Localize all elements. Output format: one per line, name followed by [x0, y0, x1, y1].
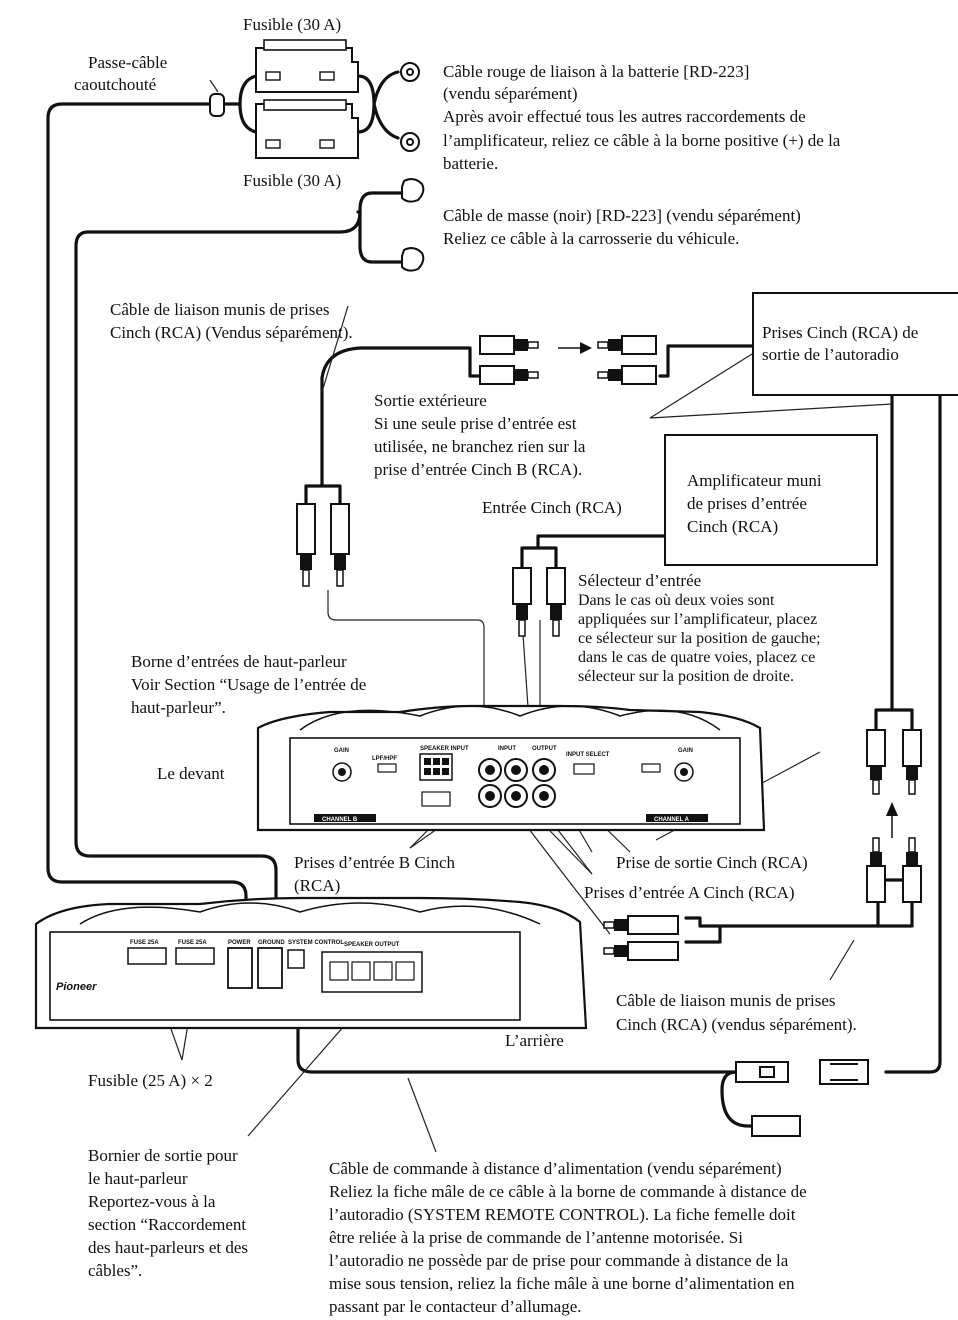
panel-fuse-1: FUSE 25A	[130, 940, 159, 946]
amplifier-rca-box	[664, 434, 878, 566]
panel-speaker-output: SPEAKER OUTPUT	[344, 942, 400, 948]
input-selector-line-2: appliquées sur l’amplificateur, placez	[578, 611, 818, 628]
rca-cable-bottom-line-1: Câble de liaison munis de prises	[616, 991, 836, 1010]
rca-input-label: Entrée Cinch (RCA)	[482, 498, 622, 517]
inputs-a-label: Prises d’entrée A Cinch (RCA)	[584, 883, 795, 902]
battery-cable-line-4: l’amplificateur, reliez ce câble à la bo…	[443, 131, 841, 150]
ground-terminal	[401, 247, 425, 272]
speaker-input-line-1: Borne d’entrées de haut-parleur	[131, 652, 347, 671]
fuse-bottom-label: Fusible (30 A)	[243, 171, 342, 190]
ground-cable-line-2: Reliez ce câble à la carrosserie du véhi…	[443, 229, 740, 248]
rca-cable-top-line-1: Câble de liaison munis de prises	[110, 300, 330, 319]
grommet	[209, 93, 225, 117]
panel-gain-left: GAIN	[334, 748, 349, 754]
input-selector-line-4: dans le cas de quatre voies, placez ce	[578, 649, 816, 666]
input-selector-line-5: sélecteur sur la position de droite.	[578, 668, 794, 685]
speaker-terminal-line-2: le haut-parleur	[88, 1169, 188, 1188]
battery-cable-line-1: Câble rouge de liaison à la batterie [RD…	[443, 62, 750, 81]
speaker-terminal-line-3: Reportez-vous à la	[88, 1192, 216, 1211]
external-output-line-3: utilisée, ne branchez rien sur la	[374, 437, 586, 456]
remote-connectors	[735, 1059, 869, 1137]
inputs-b-line-1: Prises d’entrée B Cinch	[294, 853, 455, 872]
remote-cable-line-1: Câble de commande à distance d’alimentat…	[329, 1159, 782, 1178]
panel-lpf-hpf: LPF/HPF	[372, 756, 397, 762]
input-selector-line-3: ce sélecteur sur la position de gauche;	[578, 630, 821, 647]
speaker-input-line-2: Voir Section “Usage de l’entrée de	[131, 675, 367, 694]
battery-cable	[46, 102, 248, 932]
panel-fuse-2: FUSE 25A	[178, 940, 207, 946]
rca-cable-top-line-2: Cinch (RCA) (Vendus séparément).	[110, 323, 353, 342]
rca-plugs-horizontal	[479, 335, 679, 961]
rca-plugs-vertical	[296, 503, 922, 903]
remote-cable-line-6: mise sous tension, reliez la fiche mâle …	[329, 1274, 795, 1293]
remote-cable-line-5: l’autoradio ne possède par de prise pour…	[329, 1251, 789, 1270]
speaker-terminal-line-6: câbles”.	[88, 1261, 143, 1280]
rca-cable-bottom-line-2: Cinch (RCA) (vendus séparément).	[616, 1015, 857, 1034]
input-selector-line-1: Dans le cas où deux voies sont	[578, 592, 775, 609]
panel-gain-right: GAIN	[678, 748, 693, 754]
external-output-line-2: Si une seule prise d’entrée est	[374, 414, 577, 433]
head-unit-label-2: sortie de l’autoradio	[762, 345, 899, 364]
output-jack-label: Prise de sortie Cinch (RCA)	[616, 853, 808, 872]
remote-cable-line-2: Reliez la fiche mâle de ce câble à la bo…	[329, 1182, 807, 1201]
amp-box-line-3: Cinch (RCA)	[687, 517, 779, 536]
ground-cable	[74, 210, 362, 932]
speaker-input-line-3: haut-parleur”.	[131, 698, 226, 717]
panel-input: INPUT	[498, 746, 516, 752]
speaker-terminal-line-4: section “Raccordement	[88, 1215, 247, 1234]
ground-cable-line-1: Câble de masse (noir) [RD-223] (vendu sé…	[443, 206, 801, 225]
amp-box-line-1: Amplificateur muni	[687, 471, 822, 490]
front-label: Le devant	[157, 764, 225, 783]
remote-cable-line-7: passant par le contacteur d’allumage.	[329, 1297, 582, 1316]
fuse-holder-bottom	[255, 99, 359, 159]
head-unit-output-box	[752, 292, 958, 396]
external-output-line-4: prise d’entrée Cinch B (RCA).	[374, 460, 583, 479]
remote-cable-line-4: être reliée à la prise de commande de l’…	[329, 1228, 743, 1247]
fuse-top-label: Fusible (30 A)	[243, 15, 342, 34]
inputs-b-line-2: (RCA)	[294, 876, 341, 895]
panel-ground: GROUND	[258, 940, 285, 946]
panel-input-select: INPUT SELECT	[566, 752, 610, 758]
amp-box-line-2: de prises d’entrée	[687, 494, 807, 513]
amplifier-rear	[34, 896, 588, 1030]
amplifier-front	[256, 704, 766, 832]
panel-output: OUTPUT	[532, 746, 557, 752]
panel-channel-b: CHANNEL B	[322, 817, 358, 823]
battery-cable-line-3: Après avoir effectué tous les autres rac…	[443, 107, 806, 126]
grommet-label-2: caoutchouté	[74, 75, 157, 94]
grommet-label-1: Passe-câble	[88, 53, 168, 72]
head-unit-label-1: Prises Cinch (RCA) de	[762, 323, 919, 342]
fuse-holder-top	[255, 39, 359, 93]
ground-terminal	[401, 178, 425, 203]
panel-speaker-input: SPEAKER INPUT	[420, 746, 469, 752]
speaker-terminal-line-1: Bornier de sortie pour	[88, 1146, 238, 1165]
brand-logo: Pioneer	[56, 981, 97, 993]
battery-cable-line-2: (vendu séparément)	[443, 84, 578, 103]
remote-cable-line-3: l’autoradio (SYSTEM REMOTE CONTROL). La …	[329, 1205, 796, 1224]
input-selector-title: Sélecteur d’entrée	[578, 571, 702, 590]
battery-cable-line-5: batterie.	[443, 154, 499, 173]
fuse-25-label: Fusible (25 A) × 2	[88, 1071, 213, 1090]
panel-system-control: SYSTEM CONTROL	[288, 940, 344, 946]
speaker-terminal-line-5: des haut-parleurs et des	[88, 1238, 249, 1257]
panel-power: POWER	[228, 940, 251, 946]
rear-label: L’arrière	[505, 1031, 564, 1050]
external-output-line-1: Sortie extérieure	[374, 391, 487, 410]
panel-channel-a: CHANNEL A	[654, 817, 690, 823]
